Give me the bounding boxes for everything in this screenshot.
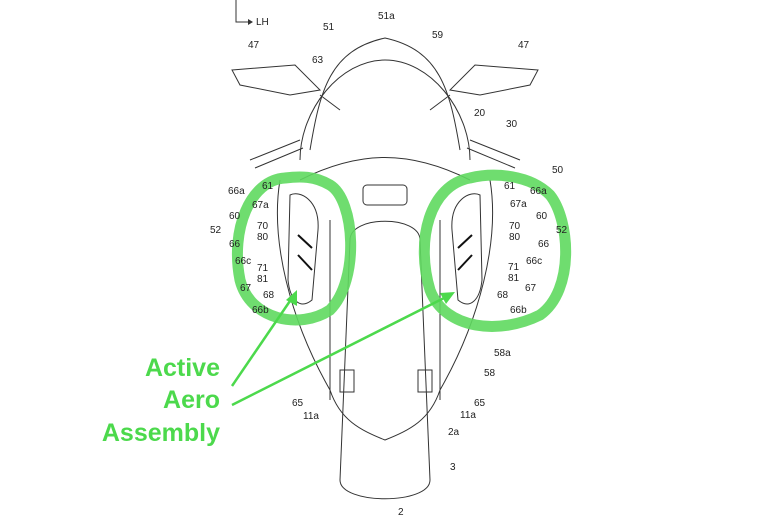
reference-label: 51 bbox=[323, 22, 335, 33]
reference-label: 2 bbox=[398, 507, 404, 515]
reference-label: 58a bbox=[494, 348, 511, 359]
reference-label: 80 bbox=[257, 232, 269, 243]
arrow-right bbox=[231, 294, 449, 407]
lh-arrow-icon bbox=[235, 0, 248, 23]
reference-label: 52 bbox=[210, 225, 222, 236]
reference-label: 81 bbox=[257, 274, 269, 285]
reference-label: 11a bbox=[303, 411, 319, 422]
reference-label: 81 bbox=[508, 273, 520, 284]
lh-label: LH bbox=[256, 17, 269, 28]
reference-label: 67a bbox=[510, 199, 527, 210]
reference-label: 60 bbox=[229, 211, 241, 222]
reference-label: 20 bbox=[474, 108, 486, 119]
reference-label: 50 bbox=[552, 165, 564, 176]
reference-label: 66b bbox=[510, 305, 527, 316]
reference-label: 66c bbox=[526, 256, 542, 267]
reference-label: 80 bbox=[509, 232, 521, 243]
reference-label: 59 bbox=[432, 30, 444, 41]
reference-label: 52 bbox=[556, 225, 568, 236]
reference-label: 47 bbox=[248, 40, 260, 51]
reference-label: 2a bbox=[448, 427, 460, 438]
reference-label: 70 bbox=[509, 221, 521, 232]
callout-line-2: Aero bbox=[163, 386, 220, 414]
reference-label: 67a bbox=[252, 200, 269, 211]
reference-label: 66a bbox=[228, 186, 245, 197]
direction-indicator: LH bbox=[235, 0, 269, 28]
reference-label: 66a bbox=[530, 186, 547, 197]
right-highlight-circle bbox=[418, 169, 572, 332]
reference-label: 66b bbox=[252, 305, 269, 316]
reference-label: 63 bbox=[312, 55, 324, 66]
active-aero-callout: Active Aero Assembly bbox=[102, 354, 220, 447]
reference-label: 60 bbox=[536, 211, 548, 222]
reference-label: 30 bbox=[506, 119, 518, 130]
callout-line-1: Active bbox=[145, 354, 220, 382]
green-highlight-circles bbox=[230, 169, 572, 407]
reference-label: 67 bbox=[525, 283, 537, 294]
reference-label: 66 bbox=[538, 239, 550, 250]
reference-label: 61 bbox=[262, 181, 274, 192]
left-highlight-circle bbox=[231, 171, 357, 326]
reference-label: 58 bbox=[484, 368, 496, 379]
reference-label: 66c bbox=[235, 256, 251, 267]
reference-label: 51a bbox=[378, 11, 395, 22]
reference-label: 68 bbox=[263, 290, 275, 301]
reference-label: 65 bbox=[474, 398, 486, 409]
callout-line-3: Assembly bbox=[102, 419, 220, 447]
reference-label: 11a bbox=[460, 410, 476, 421]
reference-label: 3 bbox=[450, 462, 456, 473]
reference-label: 61 bbox=[504, 181, 516, 192]
reference-label: 65 bbox=[292, 398, 304, 409]
reference-label: 71 bbox=[257, 263, 269, 274]
motorcycle-outline bbox=[231, 37, 539, 500]
arrow-left bbox=[230, 297, 294, 387]
reference-label: 68 bbox=[497, 290, 509, 301]
reference-label: 47 bbox=[518, 40, 530, 51]
reference-label: 66 bbox=[229, 239, 241, 250]
reference-label: 70 bbox=[257, 221, 269, 232]
reference-label: 67 bbox=[240, 283, 252, 294]
reference-label: 71 bbox=[508, 262, 520, 273]
